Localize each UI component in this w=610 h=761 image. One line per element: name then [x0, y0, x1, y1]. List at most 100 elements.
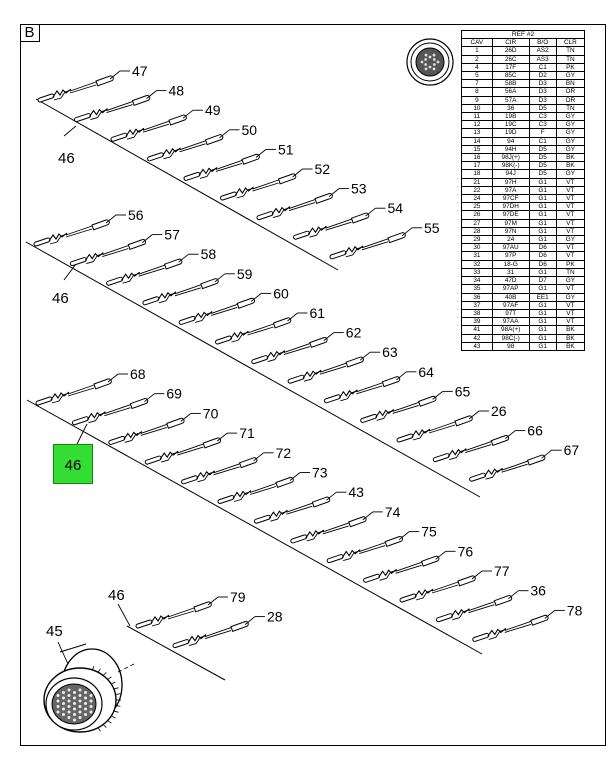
knurl-mark [102, 724, 107, 728]
connector-pin [67, 710, 71, 714]
callout-label: 47 [132, 63, 148, 79]
table-cell: 39 [461, 317, 493, 327]
terminal[interactable]: 50 [147, 122, 258, 162]
knurl-mark [115, 693, 121, 695]
terminal[interactable]: 67 [469, 442, 580, 482]
terminal[interactable]: 57 [69, 227, 180, 267]
table-cell: 17 [461, 161, 493, 171]
terminal[interactable]: 77 [399, 563, 510, 603]
table-cell: VT [555, 226, 586, 237]
leader-line [57, 641, 69, 665]
terminal[interactable]: 36 [435, 583, 546, 623]
table-cell: 26D [491, 46, 530, 56]
terminal[interactable]: 73 [217, 465, 328, 504]
table-cell: VT [555, 300, 586, 310]
terminal[interactable]: 74 [290, 504, 401, 544]
terminal[interactable]: 61 [215, 305, 326, 345]
connector-pin [424, 63, 428, 66]
table-cell: 7 [461, 79, 493, 89]
table-cell: GY [555, 292, 586, 302]
terminal[interactable]: 52 [220, 161, 331, 201]
table-cell: 97CF [491, 194, 530, 204]
table-cell: G1 [528, 202, 557, 212]
connector-pin [432, 63, 436, 66]
terminal[interactable]: 49 [110, 102, 221, 142]
terminal[interactable]: 79 [135, 589, 246, 629]
table-cell: GY [555, 235, 586, 245]
table-cell: 38 [461, 308, 493, 319]
terminal[interactable]: 64 [323, 364, 434, 404]
table-cell: 37 [461, 300, 493, 310]
table-cell: 98 [491, 341, 530, 351]
terminal[interactable]: 48 [74, 83, 185, 123]
terminal[interactable]: 66 [432, 423, 543, 463]
terminal[interactable]: 56 [33, 207, 144, 247]
column-header: CIR [491, 38, 530, 48]
terminal[interactable]: 54 [293, 200, 404, 240]
table-cell: 18-G [491, 259, 530, 269]
terminal[interactable]: 53 [256, 181, 367, 221]
table-cell: D6 [528, 251, 557, 261]
connector-callout-45: 45 [46, 623, 63, 640]
terminal[interactable]: 75 [326, 524, 437, 564]
table-cell: EE1 [528, 292, 557, 302]
table-cell: 16 [461, 153, 493, 163]
table-cell: 36 [491, 103, 530, 114]
terminal[interactable]: 65 [360, 383, 471, 423]
table-cell: 36 [461, 292, 493, 302]
table-cell: 34 [461, 276, 493, 286]
callout-label: 58 [201, 246, 217, 262]
table-cell: C3 [528, 120, 557, 130]
terminal[interactable]: 71 [144, 425, 255, 465]
terminal[interactable]: 72 [181, 445, 292, 485]
callout-label: 55 [424, 220, 440, 236]
callout-label: 78 [567, 602, 583, 618]
connector-pin [62, 691, 65, 694]
table-cell: G1 [528, 300, 557, 310]
terminal[interactable]: 60 [178, 285, 289, 325]
table-cell: 2 [461, 54, 493, 64]
table-cell: G1 [528, 308, 557, 319]
table-cell: 97M [491, 218, 530, 228]
table-cell: 28 [461, 226, 493, 237]
connector-pin [78, 716, 82, 719]
callout-label: 50 [242, 122, 258, 138]
terminal[interactable]: 70 [108, 405, 219, 445]
table-cell: OR [555, 87, 586, 97]
callout-label: 48 [169, 83, 185, 99]
callout-label: 43 [348, 484, 364, 500]
knurl-mark [97, 727, 101, 732]
terminal[interactable]: 76 [363, 543, 474, 583]
terminal[interactable]: 47 [37, 63, 148, 103]
terminal[interactable]: 51 [183, 141, 294, 181]
terminal[interactable]: 58 [106, 246, 217, 286]
table-cell: C3 [528, 112, 557, 122]
terminal[interactable]: 28 [172, 609, 283, 649]
highlighted-callout-46[interactable]: 46 [53, 444, 93, 484]
terminal[interactable]: 62 [251, 325, 362, 365]
terminal[interactable]: 43 [253, 484, 364, 524]
table-cell: 8 [461, 87, 493, 97]
table-cell: 18 [461, 169, 493, 179]
terminal[interactable]: 59 [142, 266, 253, 306]
table-cell: TN [555, 46, 586, 56]
table-cell: GY [555, 128, 586, 138]
terminal[interactable]: 69 [71, 386, 182, 426]
connector-pin [73, 702, 76, 705]
terminal[interactable]: 26 [396, 403, 507, 443]
connector-pin [56, 705, 60, 708]
table-cell: 32 [461, 259, 493, 269]
callout-label: 72 [276, 445, 292, 461]
table-cell: 94 [491, 136, 530, 146]
terminal[interactable]: 55 [329, 220, 440, 260]
terminal[interactable]: 78 [472, 602, 583, 642]
terminal[interactable]: 63 [287, 344, 398, 384]
terminal[interactable]: 68 [35, 366, 146, 406]
connector-pin [424, 53, 428, 57]
